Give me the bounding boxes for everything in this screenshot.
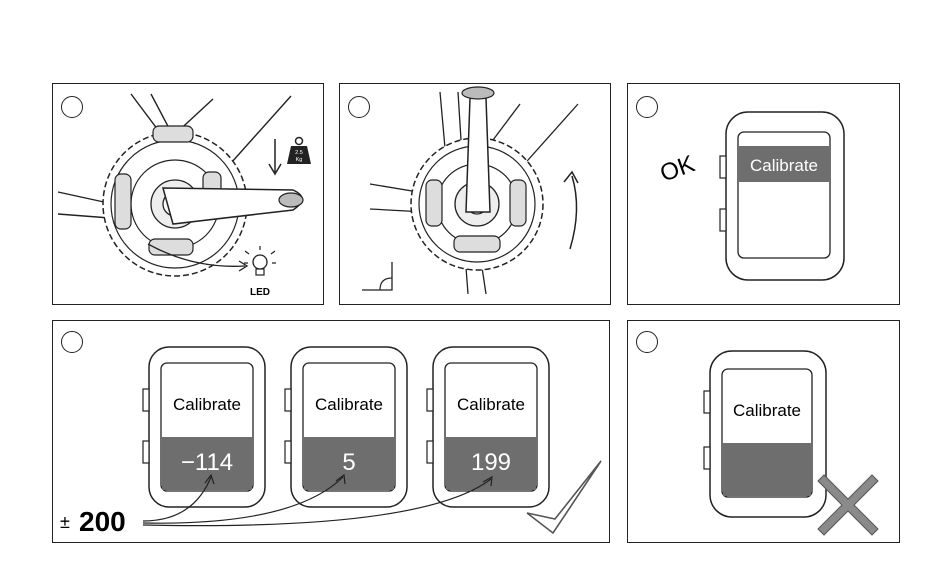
cross-icon: [818, 475, 878, 535]
device-reading-3: Calibrate 199: [427, 347, 549, 507]
step-3-panel: OK Calibrate: [627, 83, 900, 305]
down-arrow-icon: [269, 139, 281, 174]
device-ok-illustration: OK Calibrate: [628, 84, 899, 304]
right-angle-icon: [362, 262, 392, 290]
step-5-panel: Calibrate: [627, 320, 900, 543]
rotation-arrow-icon: [564, 172, 578, 249]
led-label: LED: [250, 287, 270, 298]
tolerance-sign: ±: [60, 512, 70, 532]
weight-icon: 2.5 Kg: [287, 138, 311, 165]
device-reading-2: Calibrate 5: [285, 347, 407, 507]
calibrate-label: Calibrate: [750, 156, 818, 175]
step-2-panel: [339, 83, 611, 305]
reading-2-label: Calibrate: [315, 395, 383, 414]
calibrate-label: Calibrate: [733, 401, 801, 420]
reading-3-value: 199: [471, 449, 511, 476]
readings-illustration: Calibrate −114 Calibrate 5 Calibrate 199…: [53, 321, 609, 542]
crank-weight-illustration: 2.5 Kg LED: [53, 84, 323, 304]
reading-1-label: Calibrate: [173, 395, 241, 414]
svg-text:Kg: Kg: [296, 157, 303, 163]
device-reading-1: Calibrate −114: [143, 347, 265, 507]
reading-3-label: Calibrate: [457, 395, 525, 414]
led-bulb-icon: [244, 246, 276, 275]
tolerance-value: 200: [79, 506, 126, 537]
step-4-panel: Calibrate −114 Calibrate 5 Calibrate 199…: [52, 320, 610, 543]
device-fail-illustration: Calibrate: [628, 321, 899, 542]
reading-2-value: 5: [342, 449, 355, 476]
step-1-panel: 2.5 Kg LED: [52, 83, 324, 305]
reading-1-value: −114: [181, 449, 233, 476]
ok-label: OK: [657, 150, 699, 187]
crank-vertical-illustration: [340, 84, 610, 304]
svg-text:2.5: 2.5: [295, 150, 303, 156]
